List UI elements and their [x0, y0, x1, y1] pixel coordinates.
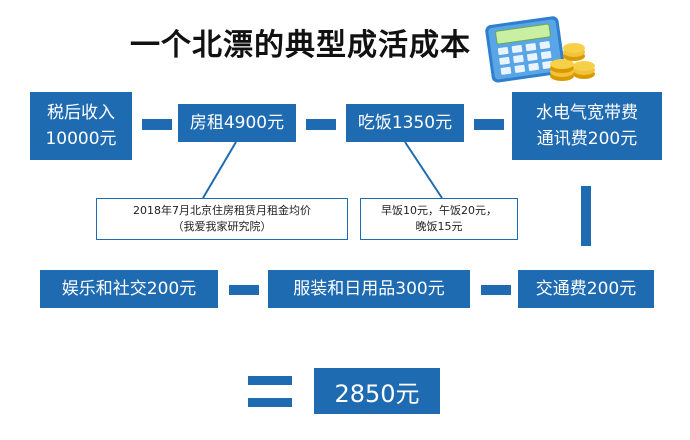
total-box: 2850元: [314, 368, 440, 414]
food-note: 早饭10元，午饭20元， 晚饭15元: [360, 198, 518, 240]
rent-note-line1: 2018年7月北京住房租赁月租金均价: [97, 203, 347, 219]
entertainment-box: 娱乐和社交200元: [40, 270, 218, 308]
equals-sign: [248, 376, 292, 408]
rent-note-line2: （我爱我家研究院）: [97, 219, 347, 235]
connector-utilities-transport: [581, 186, 591, 246]
connector-clothing-transport: [481, 285, 511, 295]
equals-bar-bottom: [248, 398, 292, 407]
food-note-line1: 早饭10元，午饭20元，: [361, 203, 517, 219]
food-note-line2: 晚饭15元: [361, 219, 517, 235]
equals-bar-top: [248, 376, 292, 385]
total-amount: 2850元: [334, 374, 419, 409]
clothing-label: 服装和日用品300元: [293, 276, 444, 302]
rent-note-connector: [203, 142, 236, 198]
clothing-box: 服装和日用品300元: [268, 270, 470, 308]
transport-box: 交通费200元: [518, 270, 654, 308]
connector-entertainment-clothing: [229, 285, 259, 295]
food-note-connector: [405, 142, 442, 198]
transport-label: 交通费200元: [536, 276, 636, 302]
entertainment-label: 娱乐和社交200元: [62, 276, 196, 302]
rent-note: 2018年7月北京住房租赁月租金均价 （我爱我家研究院）: [96, 198, 348, 240]
